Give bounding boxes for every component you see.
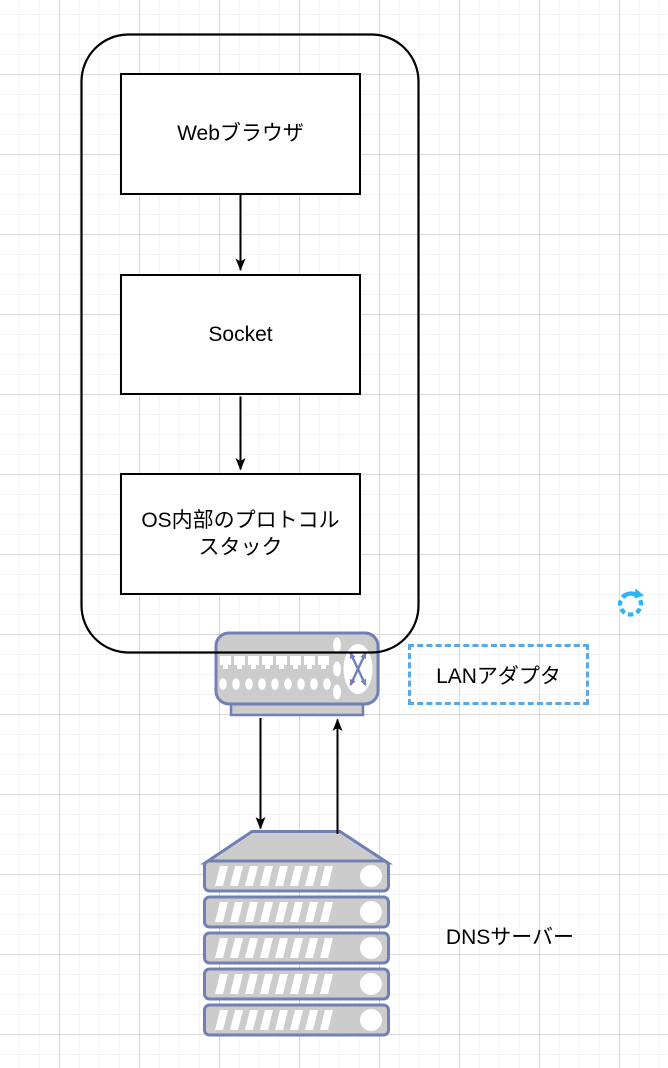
node-web-browser-label: Webブラウザ — [177, 122, 304, 146]
server-slabs — [203, 859, 390, 1037]
node-os-protocol-stack[interactable]: OS内部のプロトコル スタック — [120, 473, 361, 595]
lan-adapter-callout[interactable]: LANアダプタ — [408, 644, 589, 705]
node-socket-label: Socket — [208, 322, 273, 346]
node-socket[interactable]: Socket — [120, 274, 361, 395]
node-web-browser[interactable]: Webブラウザ — [120, 73, 361, 195]
dns-server-icon[interactable] — [200, 826, 394, 1040]
lan-adapter-callout-label: LANアダプタ — [436, 664, 561, 688]
rotate-icon[interactable] — [614, 586, 648, 620]
server-top — [200, 830, 394, 865]
adapter-side-slots — [333, 637, 341, 700]
crossed-arrows-icon — [349, 652, 367, 686]
node-os-protocol-stack-label: OS内部のプロトコル スタック — [141, 508, 340, 559]
lan-adapter-icon[interactable] — [213, 629, 383, 721]
dns-server-label[interactable]: DNSサーバー — [445, 926, 575, 949]
adapter-led-row — [219, 678, 331, 690]
adapter-port-row — [220, 656, 329, 669]
